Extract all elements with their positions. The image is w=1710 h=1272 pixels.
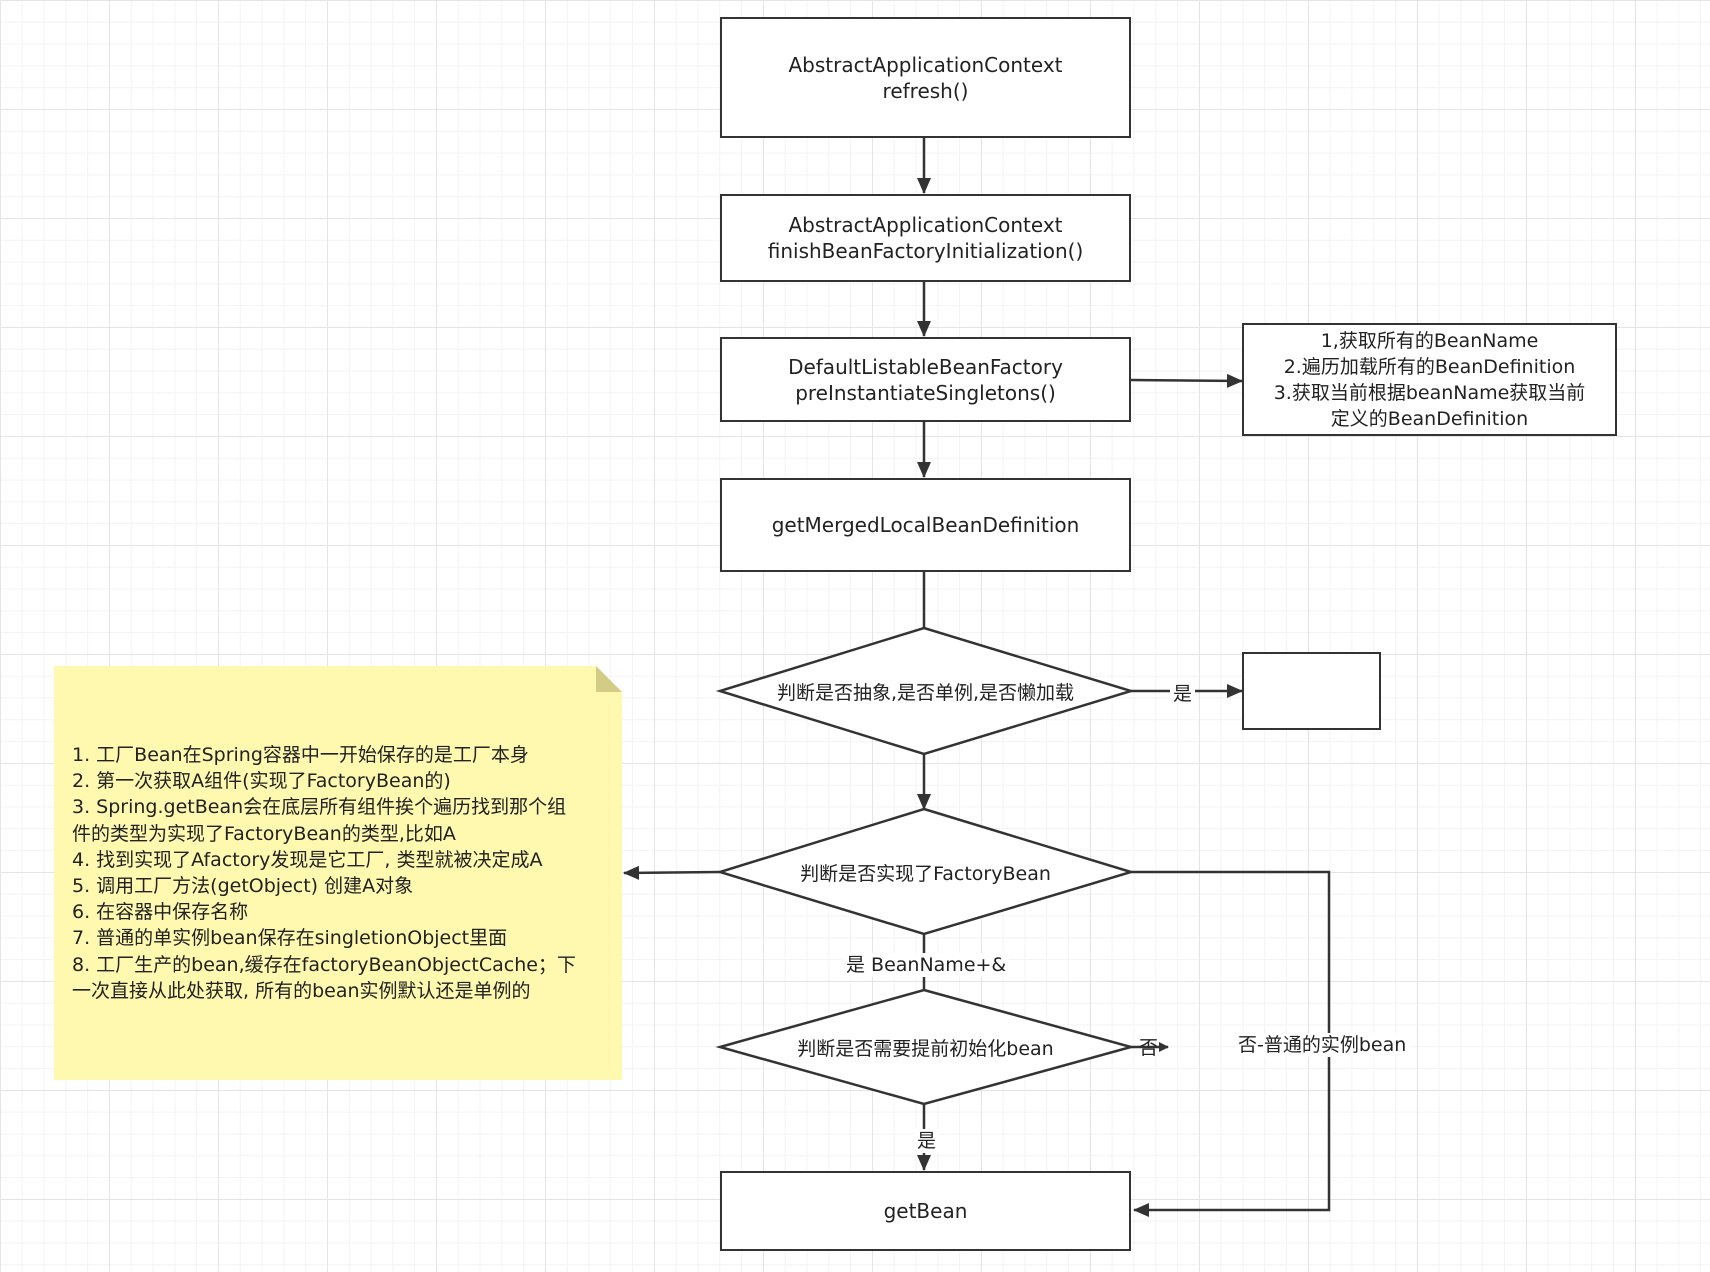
- side-note-line4: 定义的BeanDefinition: [1330, 407, 1529, 430]
- sticky-note[interactable]: 1. 工厂Bean在Spring容器中一开始保存的是工厂本身 2. 第一次获取A…: [54, 666, 622, 1080]
- sticky-note-line: 1. 工厂Bean在Spring容器中一开始保存的是工厂本身: [72, 744, 529, 766]
- node-refresh-line2: refresh(): [882, 78, 969, 103]
- sticky-note-line: 7. 普通的单实例bean保存在singletionObject里面: [72, 927, 508, 950]
- label-factory-yes: 是 BeanName+&: [843, 953, 1010, 977]
- node-get-bean[interactable]: getBean: [720, 1171, 1131, 1251]
- node-get-merged-local-bean-definition[interactable]: getMergedLocalBeanDefinition: [720, 478, 1131, 572]
- decision-eager-diamond: [715, 988, 1136, 1106]
- decision-eager-text: 判断是否需要提前初始化bean: [797, 1037, 1054, 1060]
- node-refresh-line1: AbstractApplicationContext: [788, 52, 1063, 77]
- label-abstract-yes: 是: [1170, 682, 1196, 706]
- label-eager-no: 否: [1139, 1037, 1159, 1059]
- sticky-note-line: 件的类型为实现了FactoryBean的类型,比如A: [72, 822, 456, 845]
- node-getbean-text: getBean: [883, 1199, 968, 1223]
- sticky-note-line: 6. 在容器中保存名称: [72, 901, 249, 924]
- edge-factory-to-note: [623, 865, 721, 880]
- label-factory-no: 否-普通的实例bean: [1235, 1033, 1410, 1057]
- side-note-line2: 2.遍历加载所有的BeanDefinition: [1283, 355, 1576, 378]
- edge-preinstantiate-to-sidenote: [1130, 373, 1243, 388]
- side-note-line1: 1,获取所有的BeanName: [1320, 329, 1539, 352]
- sticky-note-line: 8. 工厂生产的bean,缓存在factoryBeanObjectCache；下: [72, 953, 576, 976]
- node-side-note[interactable]: 1,获取所有的BeanName 2.遍历加载所有的BeanDefinition …: [1242, 323, 1617, 436]
- sticky-note-line: 2. 第一次获取A组件(实现了FactoryBean的): [72, 770, 451, 793]
- node-preinst-line2: preInstantiateSingletons(): [795, 380, 1056, 405]
- node-preinst-line1: DefaultListableBeanFactory: [788, 354, 1063, 379]
- node-empty-box[interactable]: [1242, 652, 1381, 730]
- node-pre-instantiate-singletons[interactable]: DefaultListableBeanFactory preInstantiat…: [720, 337, 1131, 422]
- label-eager-yes: 是: [914, 1129, 940, 1153]
- decision-abstract-text: 判断是否抽象,是否单例,是否懒加载: [776, 681, 1075, 704]
- sticky-note-line: 3. Spring.getBean会在底层所有组件挨个遍历找到那个组: [72, 796, 567, 819]
- sticky-note-line: 5. 调用工厂方法(getObject) 创建A对象: [72, 875, 414, 898]
- sticky-note-line: 一次直接从此处获取, 所有的bean实例默认还是单例的: [72, 979, 531, 1002]
- node-merged-text: getMergedLocalBeanDefinition: [771, 513, 1080, 537]
- decision-factory-text: 判断是否实现了FactoryBean: [800, 862, 1051, 885]
- side-note-line3: 3.获取当前根据beanName获取当前: [1273, 381, 1586, 404]
- node-finish-bean-factory-init[interactable]: AbstractApplicationContext finishBeanFac…: [720, 194, 1131, 282]
- node-finish-line1: AbstractApplicationContext: [788, 213, 1063, 237]
- sticky-note-line: 4. 找到实现了Afactory发现是它工厂, 类型就被决定成A: [72, 848, 543, 871]
- decision-abstract-diamond: [715, 626, 1136, 756]
- decision-abstract-check[interactable]: 判断是否抽象,是否单例,是否懒加载: [720, 676, 1131, 706]
- node-refresh[interactable]: AbstractApplicationContext refresh(): [720, 17, 1131, 138]
- decision-eager-init-check[interactable]: 判断是否需要提前初始化bean: [720, 1032, 1131, 1062]
- decision-factory-bean-check[interactable]: 判断是否实现了FactoryBean: [720, 857, 1131, 887]
- node-finish-line2: finishBeanFactoryInitialization(): [767, 239, 1084, 263]
- decision-factory-diamond: [715, 807, 1136, 936]
